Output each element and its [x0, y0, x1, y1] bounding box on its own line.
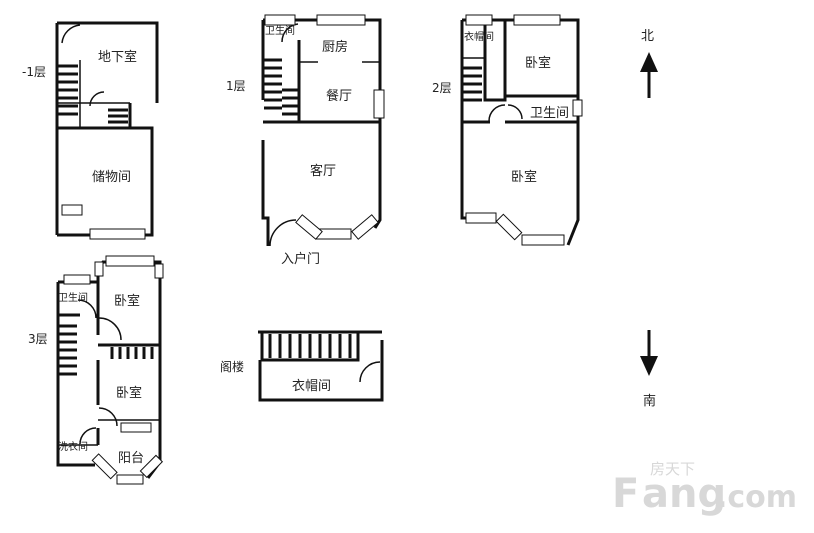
- f1-window-s3: [351, 214, 379, 240]
- svg-text:.com: .com: [716, 480, 797, 515]
- f3-window-s2: [91, 453, 118, 480]
- f1-window-east: [373, 89, 385, 119]
- f3-window-mid: [120, 422, 152, 433]
- attic-door-arc: [359, 361, 381, 383]
- b1-stairs: [58, 64, 128, 124]
- watermark-logo: F ang .com 房天下: [612, 460, 797, 517]
- room-f3-bed-n: 卧室: [114, 293, 140, 309]
- f1-window-s2: [295, 214, 323, 240]
- floor-label-b1: -1层: [22, 65, 46, 79]
- f2-window-n2: [513, 14, 561, 26]
- floor-label-2: 2层: [432, 81, 452, 95]
- room-f2-bed-n: 卧室: [525, 55, 551, 71]
- room-f2-bed-s: 卧室: [511, 169, 537, 185]
- room-f3-bed-s: 卧室: [116, 385, 142, 401]
- f1-stairs: [264, 58, 299, 116]
- f2-door-arc: [488, 104, 506, 122]
- compass-north-label: 北: [641, 29, 654, 44]
- floor-3: 3层 卫生间 卧室 卧室 洗衣间 阳台: [28, 255, 164, 485]
- svg-text:F: F: [612, 471, 639, 517]
- f3-stairs: [59, 324, 154, 376]
- f3-window-s3: [139, 454, 164, 479]
- room-attic-closet: 衣帽间: [292, 378, 331, 394]
- room-f3-balcony: 阳台: [118, 451, 144, 466]
- f3-window-n1: [63, 274, 91, 285]
- room-f2-closet: 衣帽间: [464, 30, 494, 43]
- f1-window-n2: [316, 14, 366, 26]
- attic-stairs: [268, 334, 352, 358]
- room-dining: 餐厅: [326, 88, 352, 104]
- entry-door: 入户门: [281, 251, 320, 267]
- f3-window-s1: [116, 474, 144, 485]
- f3-window-ne: [154, 263, 164, 279]
- floor-label-attic: 阁楼: [220, 359, 244, 374]
- compass-south-label: 南: [643, 393, 656, 409]
- arrow-up-icon: [640, 52, 658, 98]
- room-f2-bath: 卫生间: [530, 106, 569, 121]
- room-f1-bath: 卫生间: [265, 24, 295, 37]
- floor-attic: 阁楼 衣帽间: [220, 330, 384, 402]
- b1-door-arc-2: [89, 91, 105, 107]
- f3-door-arc-4: [77, 299, 97, 319]
- room-living: 客厅: [310, 163, 336, 179]
- f3-door-arc: [98, 317, 122, 341]
- f3-door-arc-2: [98, 407, 118, 427]
- b1-window-west: [61, 204, 83, 216]
- f2-stairs: [463, 66, 482, 102]
- f1-entry-door-arc: [269, 219, 297, 247]
- f1-window-n1: [264, 14, 296, 26]
- b1-door-arc: [61, 24, 81, 44]
- arrow-down-icon: [640, 330, 658, 376]
- room-kitchen: 厨房: [322, 39, 348, 55]
- f2-window-n1: [465, 14, 493, 26]
- room-basement: 地下室: [98, 49, 137, 65]
- floor-1: 1层 卫生间 厨房 餐厅 客厅 入户门: [226, 14, 385, 267]
- room-storage: 储物间: [92, 170, 131, 185]
- b1-window-south: [89, 228, 146, 240]
- room-f3-laundry: 洗衣间: [58, 440, 88, 453]
- f3-door-arc-3: [79, 427, 97, 445]
- f2-window-east: [572, 99, 583, 117]
- svg-text:ang: ang: [642, 471, 726, 517]
- floor-label-3: 3层: [28, 332, 48, 346]
- floor-b1: -1层 地下室 储物间: [22, 21, 159, 240]
- f2-door-arc-2: [507, 104, 523, 120]
- f2-window-s3: [521, 234, 565, 246]
- f3-window-nw: [94, 261, 104, 277]
- floor-2: 2层 衣帽间 卧室 卫生间 卧室: [432, 14, 583, 246]
- svg-text:房天下: 房天下: [650, 460, 695, 478]
- f1-door-arc: [281, 23, 299, 43]
- floor-label-1: 1层: [226, 79, 246, 93]
- compass: 北 南: [640, 29, 658, 409]
- room-f3-bath: 卫生间: [58, 291, 88, 304]
- f3-window-n2: [105, 255, 155, 267]
- f2-window-s1: [465, 212, 497, 224]
- f2-window-s2: [495, 213, 523, 241]
